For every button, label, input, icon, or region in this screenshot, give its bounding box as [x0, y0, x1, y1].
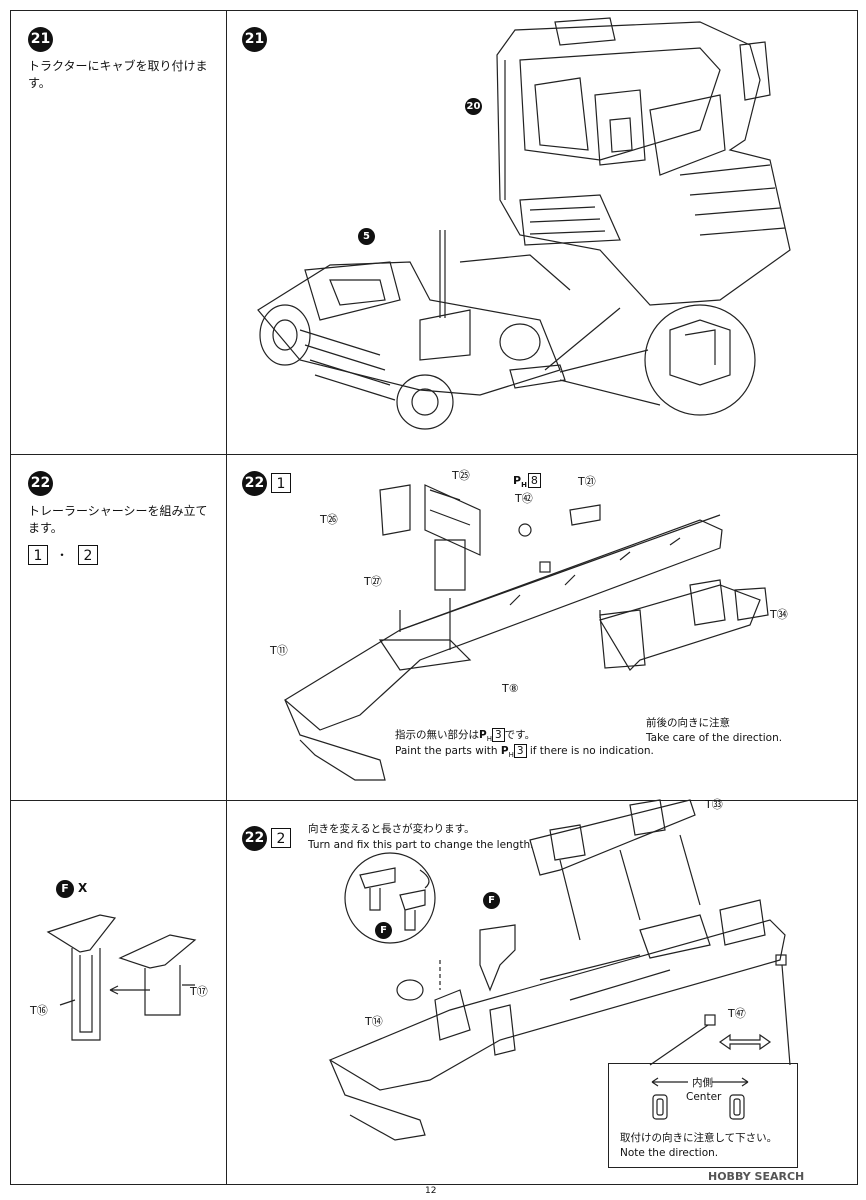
label-t42: T㊷: [515, 492, 533, 505]
label-t14: T⑭: [365, 1015, 383, 1028]
callout-chassis: 5: [358, 228, 375, 245]
step22-dot: ・: [56, 548, 69, 562]
label-t26: T㉖: [320, 513, 338, 526]
step22-number-badge: 22: [28, 471, 53, 496]
label-t11: T⑪: [270, 644, 288, 657]
page-frame: [10, 10, 858, 1185]
inset-note-jp: 取付けの向きに注意して下さい。: [620, 1132, 778, 1144]
label-t33: T㉝: [705, 798, 723, 811]
row-divider-2: [10, 800, 858, 801]
detail-zoom-circle: [644, 304, 756, 416]
left-detail-f-badge: F: [56, 880, 74, 898]
row-divider-1: [10, 454, 858, 455]
label-t16: T⑯: [30, 1004, 48, 1017]
label-t8: T⑧: [502, 682, 519, 695]
cab-illustration: [496, 17, 791, 306]
inset-note-en: Note the direction.: [620, 1147, 719, 1159]
step22-sub1-box: 1: [28, 545, 48, 565]
f-badge-part: F: [483, 892, 500, 909]
step22-2-badge: 22: [242, 826, 267, 851]
label-t27: T㉗: [364, 575, 382, 588]
watermark: HOBBY SEARCH: [708, 1170, 805, 1183]
step22-instruction: トレーラーシャーシーを組み立てます。: [28, 504, 208, 535]
step21-diagram-badge: 21: [242, 27, 267, 52]
length-note-jp: 向きを変えると長さが変わります。: [308, 823, 475, 835]
step21-instruction: トラクターにキャブを取り付けます。: [28, 59, 208, 90]
label-t21: T㉑: [578, 475, 596, 488]
label-t67: T㊼: [728, 1007, 746, 1020]
direction-note-en: Take care of the direction.: [646, 732, 783, 744]
f-badge-inset: F: [375, 922, 392, 939]
label-t34: T㉞: [770, 608, 788, 621]
step22-1-badge: 22: [242, 471, 267, 496]
direction-inset-box: [608, 1063, 798, 1168]
step22-2-sub-box: 2: [271, 828, 291, 848]
trailer-chassis-1: [283, 484, 769, 781]
step22-sub2-box: 2: [78, 545, 98, 565]
inset-zoom-circle: [344, 852, 436, 944]
length-note-en: Turn and fix this part to change the len…: [308, 839, 534, 851]
step21-number-badge: 21: [28, 27, 53, 52]
page-number: 12: [425, 1186, 437, 1196]
direction-note-jp: 前後の向きに注意: [646, 717, 730, 729]
inset-title-en: Center: [686, 1091, 722, 1103]
column-divider: [226, 10, 227, 1185]
inset-title-jp: 内側: [692, 1077, 713, 1089]
label-t17: T⑰: [190, 985, 208, 998]
callout-cab: 20: [465, 98, 482, 115]
left-detail-parts: [46, 914, 197, 1041]
label-t25: T㉕: [452, 469, 470, 482]
left-detail-x-mark: X: [78, 881, 88, 895]
trailer-chassis-2: [328, 799, 791, 1141]
tractor-chassis-illustration: [257, 230, 621, 430]
step22-1-sub-box: 1: [271, 473, 291, 493]
